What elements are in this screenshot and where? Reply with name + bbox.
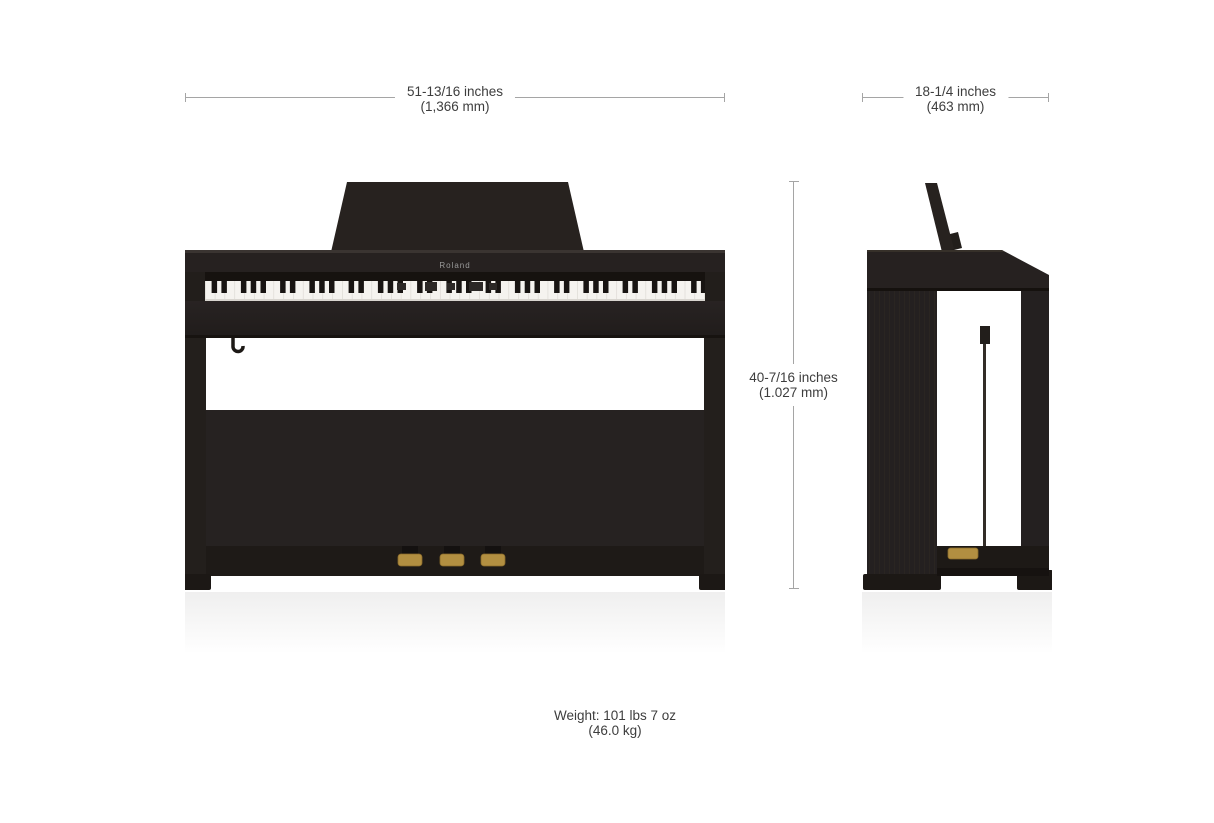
- brand-logo: Roland: [439, 261, 470, 270]
- piano-side-view: [863, 183, 1052, 590]
- keyboard: [185, 272, 725, 302]
- dimension-tick: [789, 181, 799, 182]
- right-foot: [699, 574, 725, 590]
- dimension-tick: [185, 93, 186, 102]
- depth-metric: (463 mm): [926, 99, 985, 114]
- depth-dimension: 18-1/4 inches (463 mm): [862, 84, 1049, 116]
- front-view-reflection: [185, 592, 725, 654]
- headphone-hook: [231, 338, 245, 354]
- height-metric: (1.027 mm): [758, 385, 829, 400]
- pedal-rod: [980, 326, 990, 548]
- width-metric: (1,366 mm): [420, 99, 490, 114]
- left-leg: [185, 338, 206, 576]
- key-front-shadow: [205, 299, 705, 301]
- left-foot: [185, 574, 211, 590]
- right-cheek-block: [705, 272, 725, 302]
- music-rest-side: [925, 183, 962, 252]
- dimension-tick: [724, 93, 725, 102]
- front-board: [185, 301, 725, 338]
- side-panel: [867, 291, 937, 574]
- weight-label: Weight: 101 lbs 7 oz (46.0 kg): [429, 708, 801, 738]
- pedal-side: [947, 547, 979, 560]
- top-lid: Roland: [185, 250, 725, 272]
- left-cheek-block: [185, 272, 205, 302]
- side-view-reflection: [862, 592, 1052, 654]
- pedal-base: [937, 546, 1049, 576]
- depth-inches: 18-1/4 inches: [914, 84, 997, 99]
- top-body-side: [867, 250, 1049, 291]
- music-rest: [331, 182, 584, 252]
- sostenuto-pedal: [439, 546, 465, 567]
- weight-imperial: Weight: 101 lbs 7 oz: [553, 708, 677, 723]
- dimension-tick: [862, 93, 863, 102]
- control-panel: [397, 282, 497, 291]
- dimension-tick: [1048, 93, 1049, 102]
- right-leg: [704, 338, 725, 576]
- width-inches: 51-13/16 inches: [406, 84, 504, 99]
- dimension-text: 18-1/4 inches (463 mm): [902, 84, 1009, 114]
- damper-pedal: [480, 546, 506, 567]
- width-dimension: 51-13/16 inches (1,366 mm): [185, 84, 725, 116]
- piano-front-view: Roland: [185, 182, 725, 590]
- dimension-tick: [789, 588, 799, 589]
- soft-pedal: [397, 546, 423, 567]
- height-dimension: 40-7/16 inches (1.027 mm): [741, 181, 846, 589]
- dimension-text: 40-7/16 inches (1.027 mm): [741, 364, 846, 406]
- weight-metric: (46.0 kg): [588, 723, 642, 738]
- dimension-text: 51-13/16 inches (1,366 mm): [394, 84, 516, 114]
- pedals: [397, 546, 506, 567]
- front-foot-side: [863, 574, 941, 590]
- rear-leg: [1021, 291, 1049, 570]
- lower-panel: [206, 410, 704, 546]
- height-inches: 40-7/16 inches: [749, 370, 838, 385]
